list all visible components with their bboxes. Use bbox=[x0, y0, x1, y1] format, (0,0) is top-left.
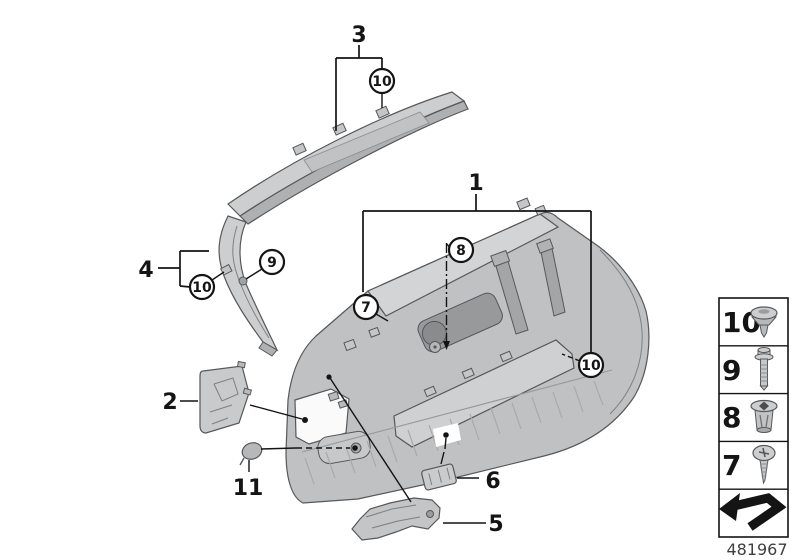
circled-callout-7-label: 7 bbox=[361, 300, 371, 316]
leader-item7 bbox=[375, 313, 389, 322]
tapping-screw-icon bbox=[752, 444, 776, 485]
leader-item8-arrow bbox=[443, 341, 450, 350]
shoulder-screw-icon bbox=[754, 347, 774, 391]
lower-bracket-body bbox=[351, 497, 441, 541]
panel-clip-b bbox=[368, 326, 381, 338]
callout-label-5[interactable]: 5 bbox=[488, 512, 503, 537]
upper-strip-recess bbox=[303, 111, 430, 173]
fastener-legend: 10 9 8 bbox=[718, 297, 789, 538]
push-pin-clip-icon bbox=[750, 306, 778, 338]
corner-trim-tail bbox=[258, 341, 278, 357]
strip-clip-right bbox=[375, 105, 390, 119]
lower-bracket-rib-b bbox=[371, 516, 421, 529]
legend-row-7[interactable]: 7 bbox=[722, 444, 776, 485]
corner-trim-body bbox=[218, 215, 279, 352]
spoiler-clip-a bbox=[516, 197, 531, 211]
cross-reference-arrow-icon bbox=[719, 493, 787, 531]
legend-label-7: 7 bbox=[722, 449, 741, 482]
upper-strip-lower-edge bbox=[239, 100, 469, 225]
bracket-item4 bbox=[158, 250, 209, 288]
part-clip-cover[interactable] bbox=[421, 463, 457, 491]
leader-item10-panel bbox=[561, 353, 581, 362]
circled-callout-8-label: 8 bbox=[456, 243, 466, 259]
tread-top-edge bbox=[301, 369, 613, 453]
panel-right-contour bbox=[599, 249, 643, 415]
leader-item10-corner bbox=[211, 271, 225, 281]
leader-item11-solid bbox=[248, 447, 297, 472]
circled-callout-8[interactable]: 8 bbox=[447, 236, 475, 264]
callout-label-11[interactable]: 11 bbox=[233, 476, 264, 501]
grip-handle bbox=[317, 430, 371, 465]
legend-row-dividers bbox=[719, 345, 788, 490]
hinge-block-right bbox=[536, 238, 554, 254]
cover-cap-tab bbox=[239, 457, 245, 466]
circled-callout-10-panel-label: 10 bbox=[581, 358, 601, 374]
lower-bracket-rib-a bbox=[365, 504, 417, 518]
circled-callout-9-label: 9 bbox=[267, 255, 277, 271]
corner-trim-screw-boss bbox=[238, 276, 248, 286]
callout-label-2[interactable]: 2 bbox=[162, 390, 177, 415]
part-cover-cap[interactable] bbox=[239, 440, 264, 466]
sill-rail bbox=[393, 339, 575, 448]
circled-callout-7[interactable]: 7 bbox=[352, 293, 380, 321]
expansion-nut-icon bbox=[750, 399, 778, 433]
circled-callout-10-corner[interactable]: 10 bbox=[188, 273, 216, 301]
tread-ribs bbox=[304, 380, 604, 485]
callout-label-4[interactable]: 4 bbox=[138, 258, 153, 283]
callout-label-3[interactable]: 3 bbox=[351, 23, 366, 48]
sill-clip-b bbox=[461, 367, 475, 380]
part-upper-trim-strip[interactable] bbox=[227, 91, 469, 225]
leader-item9 bbox=[245, 268, 263, 280]
triangular-cover-tab-a bbox=[236, 360, 246, 369]
sill-clip-c bbox=[499, 350, 513, 363]
cover-cap-body bbox=[241, 442, 263, 460]
triangular-cover-hatch bbox=[213, 377, 239, 402]
opening-clip-a bbox=[327, 390, 340, 402]
bracket-item3 bbox=[335, 45, 383, 131]
part-lower-bracket[interactable] bbox=[351, 497, 441, 541]
bracket-item1 bbox=[362, 194, 592, 353]
panel-clip-a bbox=[343, 338, 357, 352]
panel-spoiler-band bbox=[367, 213, 560, 317]
legend-footer-cell[interactable] bbox=[719, 493, 787, 531]
legend-label-8: 8 bbox=[722, 401, 741, 434]
strip-clip-mid bbox=[332, 122, 347, 136]
circled-callout-10-corner-label: 10 bbox=[192, 280, 212, 296]
leader-item2-dot bbox=[302, 417, 308, 423]
triangular-cover-tab-b bbox=[242, 387, 252, 396]
legend-row-10[interactable]: 10 bbox=[722, 306, 778, 339]
circled-callout-10-panel[interactable]: 10 bbox=[577, 351, 605, 379]
strip-clip-left bbox=[292, 142, 307, 156]
part-triangular-cover[interactable] bbox=[199, 360, 252, 434]
lower-bracket-hole bbox=[426, 510, 434, 518]
leader-item11-dot bbox=[352, 445, 358, 451]
leader-item6 bbox=[440, 437, 479, 479]
legend-row-8[interactable]: 8 bbox=[722, 399, 778, 435]
part-main-trim-panel[interactable] bbox=[285, 197, 650, 504]
sill-clip-a bbox=[423, 385, 437, 398]
lock-actuator bbox=[417, 292, 503, 353]
marker-diamond-dot bbox=[443, 432, 449, 438]
circled-callout-10-strip[interactable]: 10 bbox=[368, 67, 396, 95]
circled-callout-9[interactable]: 9 bbox=[258, 248, 286, 276]
part-corner-trim[interactable] bbox=[218, 215, 279, 357]
clip-cover-slots bbox=[428, 467, 451, 486]
triangular-cover-lines bbox=[209, 404, 233, 425]
panel-screw-8-center bbox=[433, 345, 437, 349]
leader-item2 bbox=[180, 400, 303, 420]
circled-callout-10-strip-label: 10 bbox=[372, 74, 392, 90]
callout-label-6[interactable]: 6 bbox=[485, 469, 500, 494]
hinge-block-left bbox=[490, 249, 511, 268]
callout-label-1[interactable]: 1 bbox=[468, 171, 483, 196]
legend-row-9[interactable]: 9 bbox=[722, 347, 774, 391]
doc-number: 481967 bbox=[726, 540, 787, 559]
legend-label-9: 9 bbox=[722, 354, 741, 387]
leader-item5-long bbox=[329, 377, 412, 503]
